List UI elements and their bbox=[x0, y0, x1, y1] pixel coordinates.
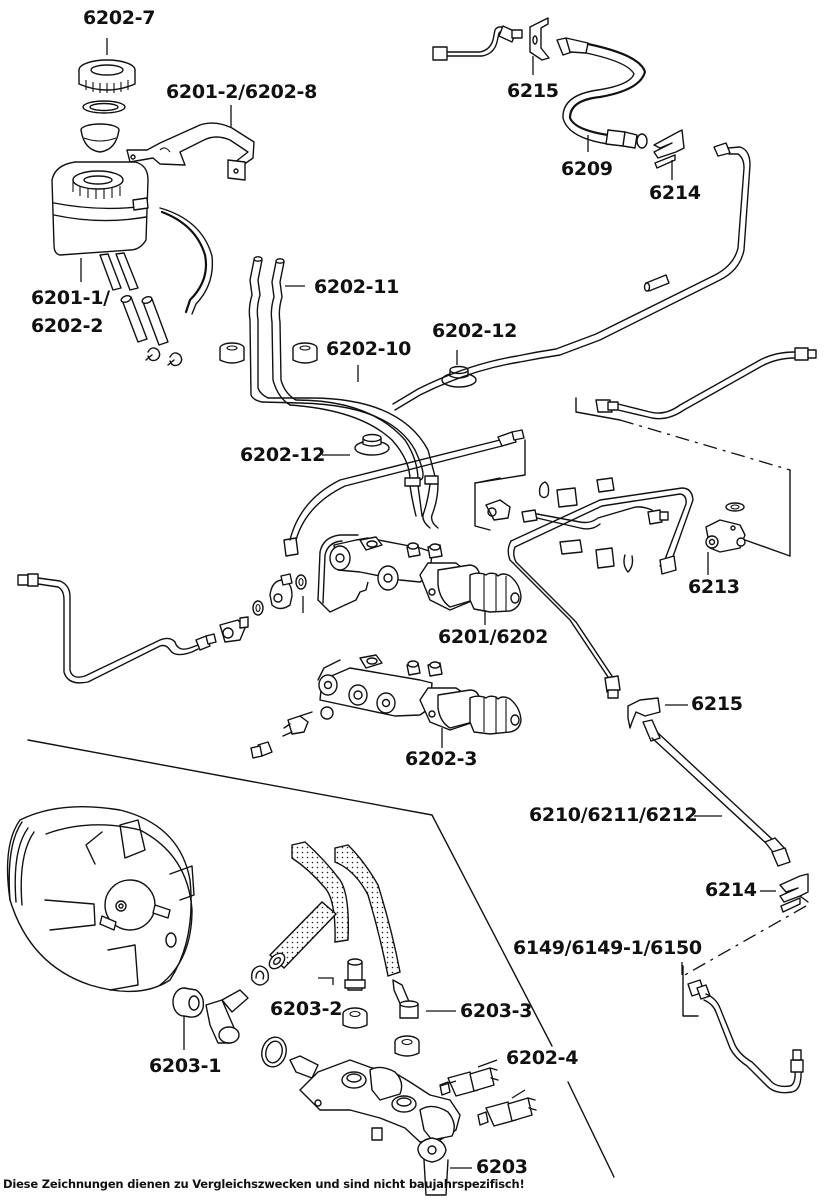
reservoir-seal bbox=[82, 100, 126, 114]
callout-6202-12-lower[interactable]: 6202-12 bbox=[240, 444, 326, 466]
line-to-distributor bbox=[474, 439, 669, 573]
reservoir-cap[interactable] bbox=[78, 59, 136, 93]
callout-6201-1[interactable]: 6201-1/ bbox=[31, 287, 110, 309]
callout-6210-6211-6212[interactable]: 6210/6211/6212 bbox=[529, 804, 698, 826]
callout-6215-lower[interactable]: 6215 bbox=[691, 693, 743, 715]
reservoir-strainer bbox=[80, 123, 120, 153]
callout-6203-1[interactable]: 6203-1 bbox=[149, 1055, 222, 1077]
elbow-fitting bbox=[205, 989, 249, 1044]
brake-line-rear[interactable] bbox=[682, 905, 807, 1094]
brake-hose-lower[interactable] bbox=[642, 719, 791, 867]
master-cylinder-alt[interactable] bbox=[317, 654, 522, 735]
callout-6202-11[interactable]: 6202-11 bbox=[314, 276, 400, 298]
reservoir-bracket[interactable] bbox=[126, 122, 255, 181]
t-piece-distributor[interactable] bbox=[705, 502, 746, 553]
section-divider bbox=[27, 739, 553, 1047]
callout-6149-6149-1-6150[interactable]: 6149/6149-1/6150 bbox=[513, 937, 702, 959]
switch-and-plug bbox=[250, 706, 334, 759]
callout-6203[interactable]: 6203 bbox=[476, 1156, 528, 1178]
section-divider-lower bbox=[567, 1081, 615, 1178]
grommets bbox=[219, 342, 318, 364]
reservoir-hose-pieces bbox=[120, 295, 169, 346]
spacer-pin bbox=[643, 274, 670, 292]
retaining-clip-upper[interactable] bbox=[653, 129, 685, 169]
brake-booster[interactable] bbox=[6, 805, 195, 993]
callout-6201-6202[interactable]: 6201/6202 bbox=[438, 626, 549, 648]
master-cylinder[interactable] bbox=[317, 534, 522, 613]
brake-line-long-top bbox=[392, 142, 751, 411]
master-cylinder-seal bbox=[261, 1036, 287, 1068]
brake-line-short-top bbox=[432, 25, 523, 61]
banjo-fittings bbox=[219, 429, 525, 643]
booster-grommet[interactable] bbox=[172, 987, 205, 1018]
disclaimer-footer: Diese Zeichnungen dienen zu Vergleichszw… bbox=[3, 1177, 525, 1191]
callout-6202-7[interactable]: 6202-7 bbox=[83, 7, 156, 29]
vacuum-fitting-angled[interactable] bbox=[392, 979, 420, 1057]
reservoir-hoses[interactable] bbox=[248, 256, 297, 406]
callout-6214-lower[interactable]: 6214 bbox=[705, 879, 757, 901]
rubber-grommet-upper[interactable] bbox=[441, 365, 477, 388]
brake-line-left bbox=[17, 573, 217, 684]
callout-6202-10[interactable]: 6202-10 bbox=[326, 338, 412, 360]
vacuum-hoses bbox=[268, 841, 401, 977]
long-brake-line-right bbox=[507, 487, 694, 699]
hose-clip-lower[interactable] bbox=[627, 697, 661, 729]
reservoir-vent-hose bbox=[159, 207, 214, 315]
callout-6215-upper[interactable]: 6215 bbox=[507, 80, 559, 102]
callout-6202-2[interactable]: 6202-2 bbox=[31, 315, 104, 337]
callout-6203-2[interactable]: 6203-2 bbox=[270, 998, 343, 1020]
callout-6213[interactable]: 6213 bbox=[688, 576, 740, 598]
callout-6202-12-upper[interactable]: 6202-12 bbox=[432, 320, 518, 342]
tandem-master-cylinder[interactable] bbox=[289, 1055, 461, 1196]
callout-6209[interactable]: 6209 bbox=[561, 158, 613, 180]
rubber-grommet-lower[interactable] bbox=[354, 433, 390, 456]
retaining-clip-lower[interactable] bbox=[779, 873, 809, 913]
hose-clamp bbox=[250, 965, 270, 986]
callout-6202-3[interactable]: 6202-3 bbox=[405, 748, 478, 770]
callout-6202-4[interactable]: 6202-4 bbox=[506, 1047, 579, 1069]
hose-clamps bbox=[145, 347, 183, 367]
vacuum-fitting-straight[interactable] bbox=[342, 958, 368, 1029]
callout-6203-3[interactable]: 6203-3 bbox=[460, 1000, 533, 1022]
hose-clip-upper[interactable] bbox=[529, 17, 550, 61]
feed-lines[interactable] bbox=[261, 397, 439, 529]
fluid-reservoir[interactable] bbox=[51, 161, 149, 291]
brake-hose-upper[interactable] bbox=[556, 37, 648, 149]
leader-lines bbox=[80, 38, 776, 1169]
callout-6214-upper[interactable]: 6214 bbox=[649, 182, 701, 204]
callout-6201-2-6202-8[interactable]: 6201-2/6202-8 bbox=[166, 81, 318, 103]
bracket-brake-lines bbox=[575, 347, 817, 557]
